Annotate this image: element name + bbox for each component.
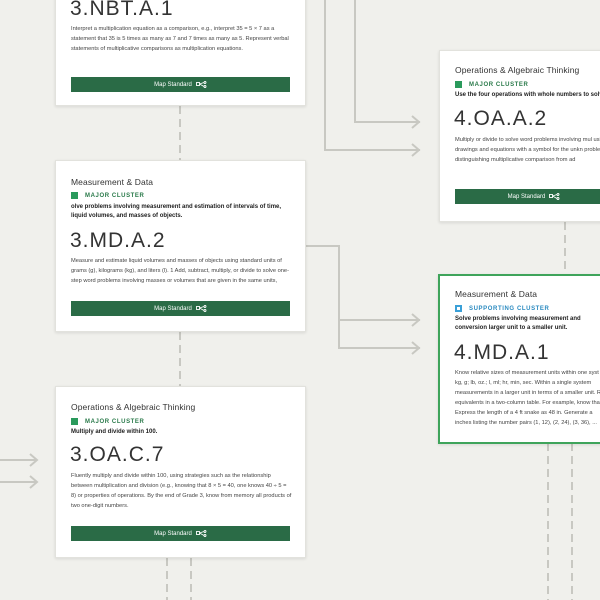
standard-card-4oaa2[interactable]: Operations & Algebraic Thinking MAJOR CL… <box>439 50 600 222</box>
connector-to-oa4-2 <box>324 0 420 151</box>
map-standard-label: Map Standard <box>154 530 192 537</box>
hierarchy-icon <box>549 193 560 200</box>
cluster-label: MAJOR CLUSTER <box>469 81 529 88</box>
standard-code: 3.NBT.A.1 <box>70 0 174 20</box>
cluster-row: MAJOR CLUSTER <box>71 192 144 199</box>
map-standard-button[interactable]: Map Standard <box>71 301 290 316</box>
standard-description: Multiply or divide to solve word problem… <box>455 137 600 163</box>
cluster-description: Use the four operations with whole numbe… <box>455 92 600 98</box>
map-standard-button[interactable]: Map Standard <box>71 77 290 92</box>
standard-code: 3.OA.C.7 <box>70 443 165 466</box>
standard-code: 3.MD.A.2 <box>70 229 166 252</box>
map-standard-button[interactable]: Map Standard <box>455 189 600 204</box>
arrow-head <box>411 313 421 327</box>
major-cluster-icon <box>455 81 462 88</box>
standard-description: Know relative sizes of measurement units… <box>455 370 600 426</box>
connector-md-to-md4-1 <box>306 245 420 349</box>
cluster-row: MAJOR CLUSTER <box>455 81 528 88</box>
cluster-label: SUPPORTING CLUSTER <box>469 305 550 312</box>
major-cluster-icon <box>71 192 78 199</box>
standard-description: Interpret a multiplication equation as a… <box>71 26 289 52</box>
supporting-cluster-icon <box>455 305 462 312</box>
domain-title: Measurement & Data <box>455 289 538 299</box>
map-standard-label: Map Standard <box>154 305 192 312</box>
cluster-description: Solve problems involving measurement and… <box>455 316 581 331</box>
standard-description: Fluently multiply and divide within 100,… <box>71 473 292 509</box>
map-standard-label: Map Standard <box>154 81 192 88</box>
standard-card-3nbta1[interactable]: 3.NBT.A.1 Interpret a multiplication equ… <box>55 0 306 106</box>
cluster-description: Multiply and divide within 100. <box>71 429 158 435</box>
standard-card-3oac7[interactable]: Operations & Algebraic Thinking MAJOR CL… <box>55 386 306 558</box>
cluster-row: SUPPORTING CLUSTER <box>455 305 549 312</box>
map-standard-button[interactable]: Map Standard <box>71 526 290 541</box>
arrow-head <box>411 115 421 129</box>
standard-code: 4.OA.A.2 <box>454 107 548 130</box>
domain-title: Operations & Algebraic Thinking <box>71 402 196 412</box>
standard-card-4mda1[interactable]: Measurement & Data SUPPORTING CLUSTER So… <box>438 274 600 444</box>
map-standard-label: Map Standard <box>507 193 546 200</box>
cluster-row: MAJOR CLUSTER <box>71 418 144 425</box>
connector-to-oa4-1 <box>354 0 420 123</box>
arrow-head <box>29 475 39 489</box>
cluster-label: MAJOR CLUSTER <box>85 418 145 425</box>
hierarchy-icon <box>195 530 207 537</box>
arrow-head <box>411 143 421 157</box>
cluster-description: olve problems involving measurement and … <box>71 204 282 219</box>
major-cluster-icon <box>71 418 78 425</box>
standard-code: 4.MD.A.1 <box>454 341 550 364</box>
arrow-head <box>29 453 39 467</box>
cluster-label: MAJOR CLUSTER <box>85 192 145 199</box>
domain-title: Measurement & Data <box>71 177 154 187</box>
standard-card-3mda2[interactable]: Measurement & Data MAJOR CLUSTER olve pr… <box>55 160 306 332</box>
hierarchy-icon <box>195 305 207 312</box>
hierarchy-icon <box>195 81 207 88</box>
standard-description: Measure and estimate liquid volumes and … <box>71 258 289 284</box>
domain-title: Operations & Algebraic Thinking <box>455 65 580 75</box>
arrow-head <box>411 341 421 355</box>
